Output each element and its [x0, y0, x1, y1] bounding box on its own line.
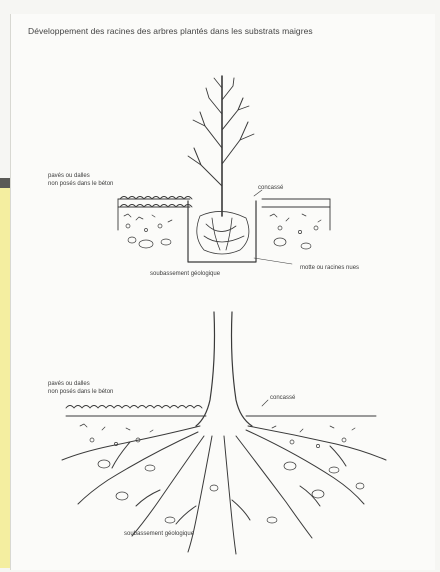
leader-lines-bottom: [262, 400, 268, 406]
leader-lines-top: [254, 190, 292, 264]
paving-stones-bottom: [66, 406, 376, 417]
bottom-label-bedrock: soubassement géologique: [124, 530, 194, 538]
root-ball-top: [197, 211, 249, 254]
top-label-bedrock: soubassement géologique: [150, 270, 220, 278]
bottom-label-paving-1: pavés ou dalles: [48, 380, 90, 388]
top-label-paving-1: pavés ou dalles: [48, 172, 90, 180]
bottom-label-gravel: concassé: [270, 394, 295, 402]
bottom-label-paving-2: non posés dans le béton: [48, 388, 113, 396]
top-label-root-ball: motte ou racines nues: [300, 264, 359, 272]
paving-stones-top: [118, 197, 330, 231]
mature-tree-trunk: [196, 312, 252, 426]
spreading-roots: [62, 426, 386, 554]
bedrock-stones-top: [128, 237, 311, 249]
gravel-layer-top: [124, 214, 321, 234]
top-label-paving-2: non posés dans le béton: [48, 180, 113, 188]
young-tree-sapling: [188, 76, 254, 216]
top-label-gravel: concassé: [258, 184, 283, 192]
